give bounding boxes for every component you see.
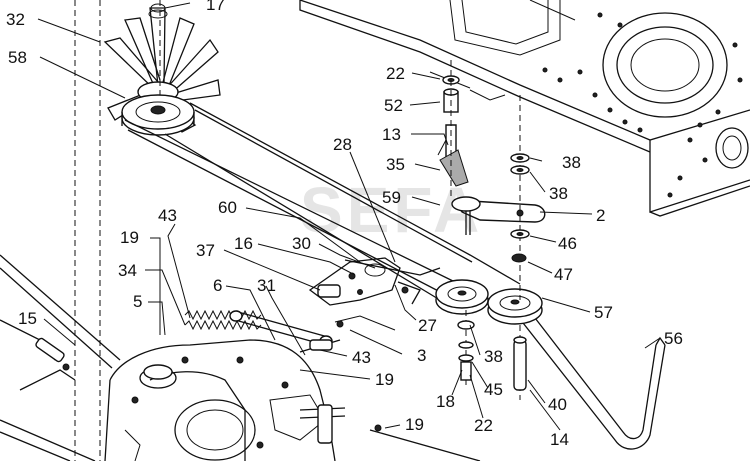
callout-22-top: 22 [386,64,405,83]
callout-56: 56 [664,329,683,348]
callout-17: 17 [206,0,225,14]
washer-46 [510,229,530,239]
rod-31 [229,310,341,353]
callout-43-bottom: 43 [352,348,371,367]
callout-47: 47 [554,265,573,284]
washers-38 [510,153,530,175]
lower-hardware [457,310,527,400]
callout-2: 2 [596,206,605,225]
callout-19-mid: 19 [375,370,394,389]
callout-5: 5 [133,292,142,311]
callout-43-top: 43 [158,206,177,225]
callout-60: 60 [218,198,237,217]
drive-belt [124,102,521,301]
engine-pulley [121,94,195,136]
leader-lines [37,2,661,431]
callout-38-bottom: 38 [484,347,503,366]
callout-15: 15 [18,309,37,328]
left-rods [0,0,481,461]
callout-57: 57 [594,303,613,322]
callout-13: 13 [382,125,401,144]
callout-38-upper: 38 [562,153,581,172]
callout-46: 46 [558,234,577,253]
idler-arm [451,196,546,235]
callout-35: 35 [386,155,405,174]
callout-22-bottom: 22 [474,416,493,435]
callout-18: 18 [436,392,455,411]
callout-3: 3 [417,346,426,365]
callout-32: 32 [6,10,25,29]
transmission [104,339,346,461]
callout-59: 59 [382,188,401,207]
spring-43 [184,309,262,331]
frame-plate [299,0,750,217]
callout-31: 31 [257,276,276,295]
idler-pulley-right [487,288,543,325]
callout-6: 6 [213,276,222,295]
callout-45: 45 [484,380,503,399]
callout-14: 14 [550,430,569,449]
callouts: 32 17 58 22 52 13 35 38 38 28 59 2 60 46… [6,0,683,449]
callout-38-lower: 38 [549,184,568,203]
callout-16: 16 [234,234,253,253]
callout-40: 40 [548,395,567,414]
callout-37: 37 [196,241,215,260]
callout-52: 52 [384,96,403,115]
callout-34: 34 [118,261,137,280]
nut-47 [511,253,527,263]
callout-19-left: 19 [120,228,139,247]
callout-58: 58 [8,48,27,67]
idler-pulley-left [435,279,489,315]
callout-27: 27 [418,316,437,335]
callout-30: 30 [292,234,311,253]
callout-19-bottom: 19 [405,415,424,434]
callout-28: 28 [333,135,352,154]
